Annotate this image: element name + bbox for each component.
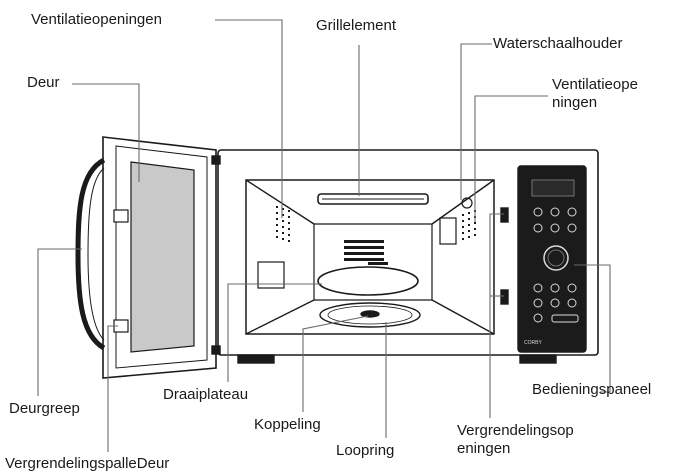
leader-bedieningspaneel [574, 264, 611, 393]
left-vent-grid [276, 206, 290, 242]
leader-vergrendelingspalledeur [107, 325, 118, 452]
lock-opening-bottom [500, 289, 509, 305]
label-deur: Deur [27, 74, 60, 91]
label-ventilatieopeningen-right-line2: ningen [552, 94, 598, 111]
label-grillelement: Grillelement [316, 17, 397, 34]
leader-deurgreep [37, 248, 82, 396]
label-waterschaalhouder: Waterschaalhouder [493, 35, 623, 52]
label-loopring: Loopring [336, 442, 395, 459]
roller-ring [319, 302, 421, 328]
leader-draaiplateau [227, 283, 322, 382]
label-vergrendelingsopeningen-line2: eningen [457, 440, 511, 457]
leader-ventilatieopeningen-right [474, 95, 548, 222]
label-ventilatieopeningen-right-line1: Ventilatieope [552, 76, 638, 93]
turntable-plate [317, 266, 419, 296]
label-draaiplateau: Draaiplateau [163, 386, 249, 403]
label-koppeling: Koppeling [254, 416, 321, 433]
label-deurgreep: Deurgreep [9, 400, 80, 417]
leader-vergrendelingsopeningen [489, 213, 504, 418]
grill-element [317, 193, 429, 205]
label-vergrendelingsopeningen: Vergrendelingsop eningen [457, 422, 574, 458]
label-ventilatieopeningen-top: Ventilatieopeningen [31, 11, 162, 28]
label-vergrendelingspalledeur: VergrendelingspalleDeur [5, 455, 170, 472]
coupling [360, 310, 380, 318]
back-vent-grid [344, 240, 388, 265]
panel-buttons-top [533, 207, 577, 233]
panel-brand: CORBY [524, 340, 542, 346]
label-ventilatieopeningen-right: Ventilatieope ningen [552, 76, 638, 112]
microwave-drawing: CORBY [75, 136, 599, 379]
lock-opening-top [500, 207, 509, 223]
label-bedieningspaneel: Bedieningspaneel [532, 381, 652, 398]
right-vent-grid [462, 210, 476, 240]
door-frame [102, 136, 217, 379]
door-window [130, 161, 195, 353]
leader-koppeling [302, 315, 369, 412]
leader-lines [37, 19, 611, 452]
water-bowl-holder [461, 197, 473, 209]
label-vergrendelingsopeningen-line1: Vergrendelingsop [457, 422, 574, 439]
leader-ventilatieopeningen-top [215, 19, 283, 218]
microwave-body [217, 149, 599, 356]
leader-waterschaalhouder [460, 43, 492, 200]
leader-deur [72, 83, 140, 182]
door-latch-top [113, 209, 129, 223]
panel-display [531, 179, 575, 197]
panel-buttons-bottom [533, 283, 577, 323]
panel-dial [543, 245, 569, 271]
door-handle [75, 157, 106, 351]
